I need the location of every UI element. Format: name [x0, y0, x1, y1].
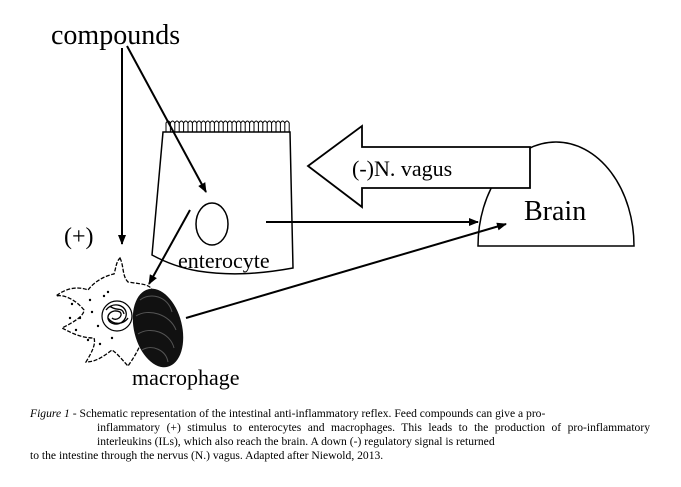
- enterocyte-nucleus: [195, 202, 229, 246]
- caption-line-1: Schematic representation of the intestin…: [79, 407, 546, 420]
- figure-caption: Figure 1 - Schematic representation of t…: [30, 407, 650, 463]
- brain-label: Brain: [524, 196, 586, 227]
- brain-shape: [477, 141, 635, 247]
- reflex-diagram: compounds (+) enterocyte macrophage (-)N…: [51, 20, 635, 390]
- compounds-to-enterocyte-arrow: [126, 45, 207, 193]
- vagus-label: (-)N. vagus: [352, 156, 452, 181]
- macrophage-vacuole: [101, 300, 133, 332]
- microvilli: [165, 120, 290, 132]
- enterocyte-label: enterocyte: [178, 248, 270, 273]
- macrophage-cell: [55, 256, 153, 368]
- plus-label: (+): [64, 224, 94, 250]
- caption-separator: -: [69, 407, 80, 420]
- macrophage-granules: [68, 290, 114, 346]
- caption-first-line: Figure 1 - Schematic representation of t…: [30, 407, 650, 421]
- macrophage-label: macrophage: [132, 365, 240, 390]
- caption-last-line: to the intestine through the nervus (N.)…: [30, 449, 384, 462]
- figure-label: Figure 1: [30, 407, 70, 420]
- caption-body: inflammatory (+) stimulus to enterocytes…: [97, 421, 650, 448]
- enterocyte-to-macrophage-arrow: [148, 209, 191, 285]
- macrophage-nucleus: [132, 288, 184, 368]
- vagus-arrow: [306, 124, 531, 209]
- compounds-label: compounds: [51, 20, 180, 51]
- macrophage-to-brain-arrow: [185, 222, 507, 319]
